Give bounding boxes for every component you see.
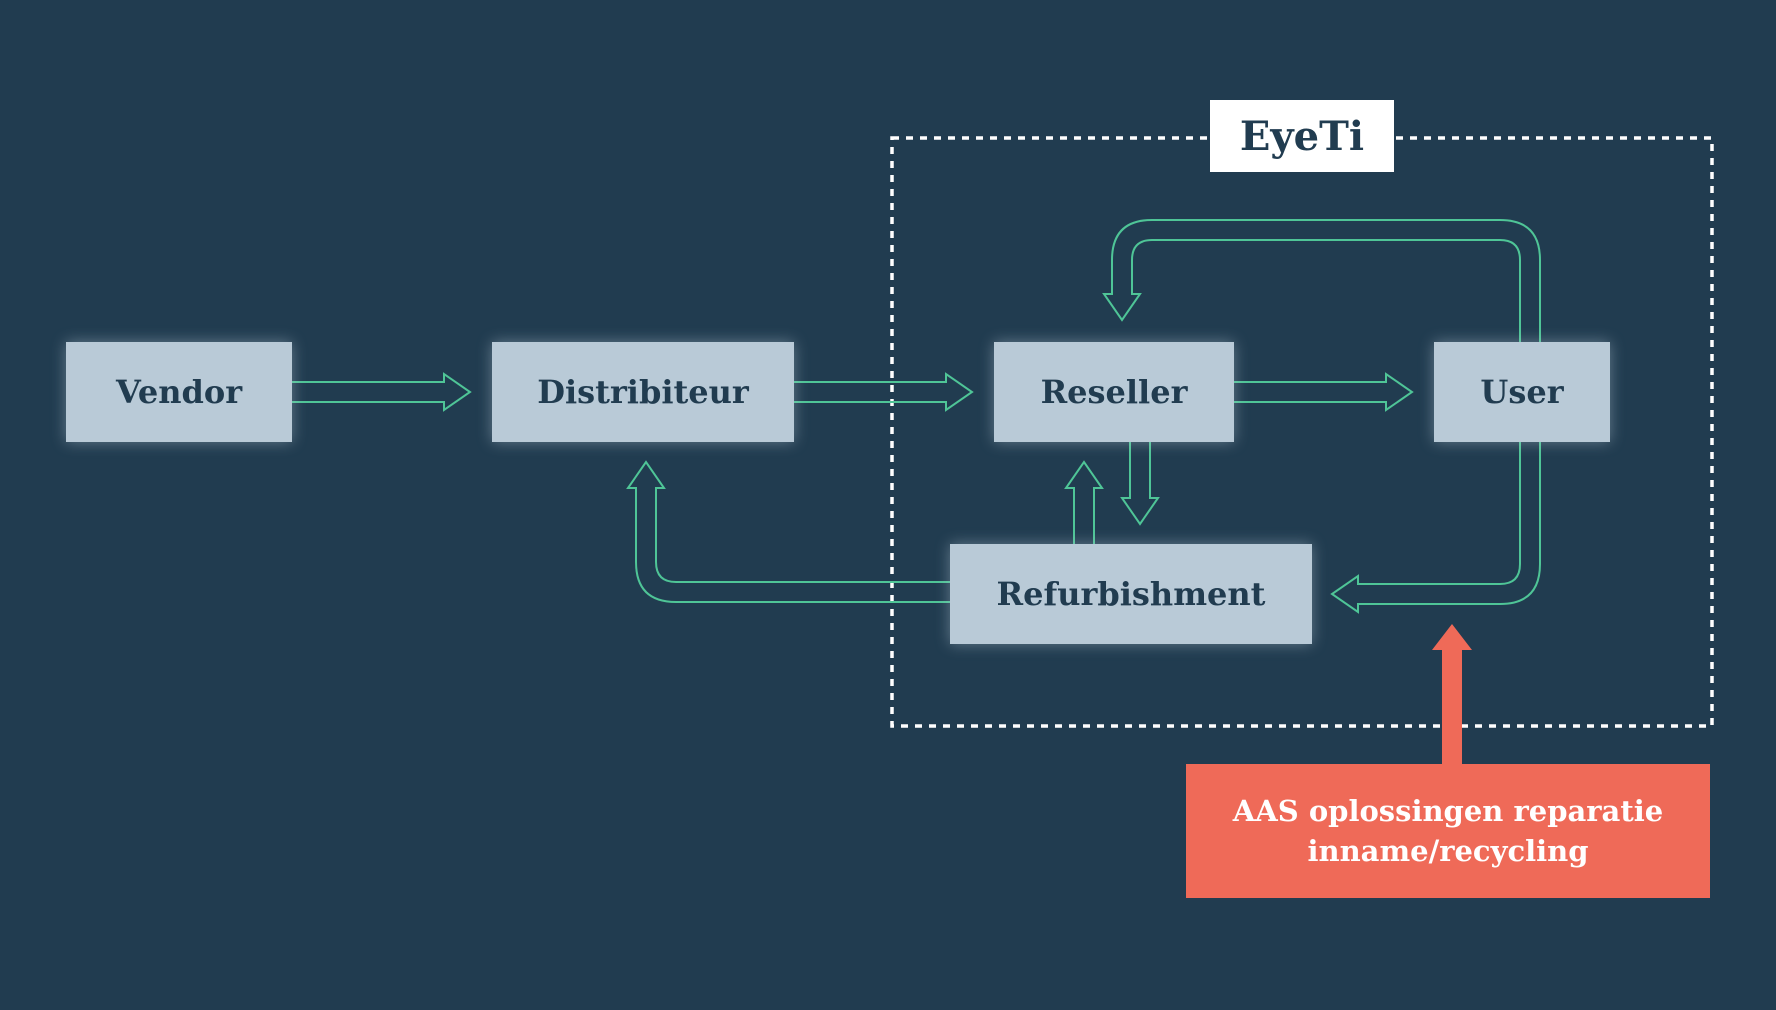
arrow-refurbishment-to-reseller (1064, 460, 1104, 544)
node-refurbishment: Refurbishment (950, 544, 1312, 644)
node-distributeur: Distribiteur (492, 342, 794, 442)
arrow-distributeur-to-reseller (794, 372, 974, 412)
arrow-reseller-to-user (1234, 372, 1414, 412)
callout-line-1: AAS oplossingen reparatie (1232, 794, 1664, 828)
arrow-user-to-reseller (1102, 219, 1541, 342)
node-vendor: Vendor (66, 342, 292, 442)
callout-line-2: inname/recycling (1307, 834, 1589, 868)
node-reseller: Reseller (994, 342, 1234, 442)
node-user: User (1434, 342, 1610, 442)
aas-callout-box: AAS oplossingen reparatie inname/recycli… (1186, 764, 1710, 898)
arrow-reseller-to-refurbishment (1120, 442, 1160, 526)
callout-pointer-arrow (1432, 624, 1472, 764)
arrow-refurbishment-to-distributeur (626, 460, 950, 603)
arrow-vendor-to-distributeur (292, 372, 472, 412)
eyeti-group-label: EyeTi (1210, 100, 1394, 172)
arrow-user-to-refurbishment (1330, 442, 1541, 614)
